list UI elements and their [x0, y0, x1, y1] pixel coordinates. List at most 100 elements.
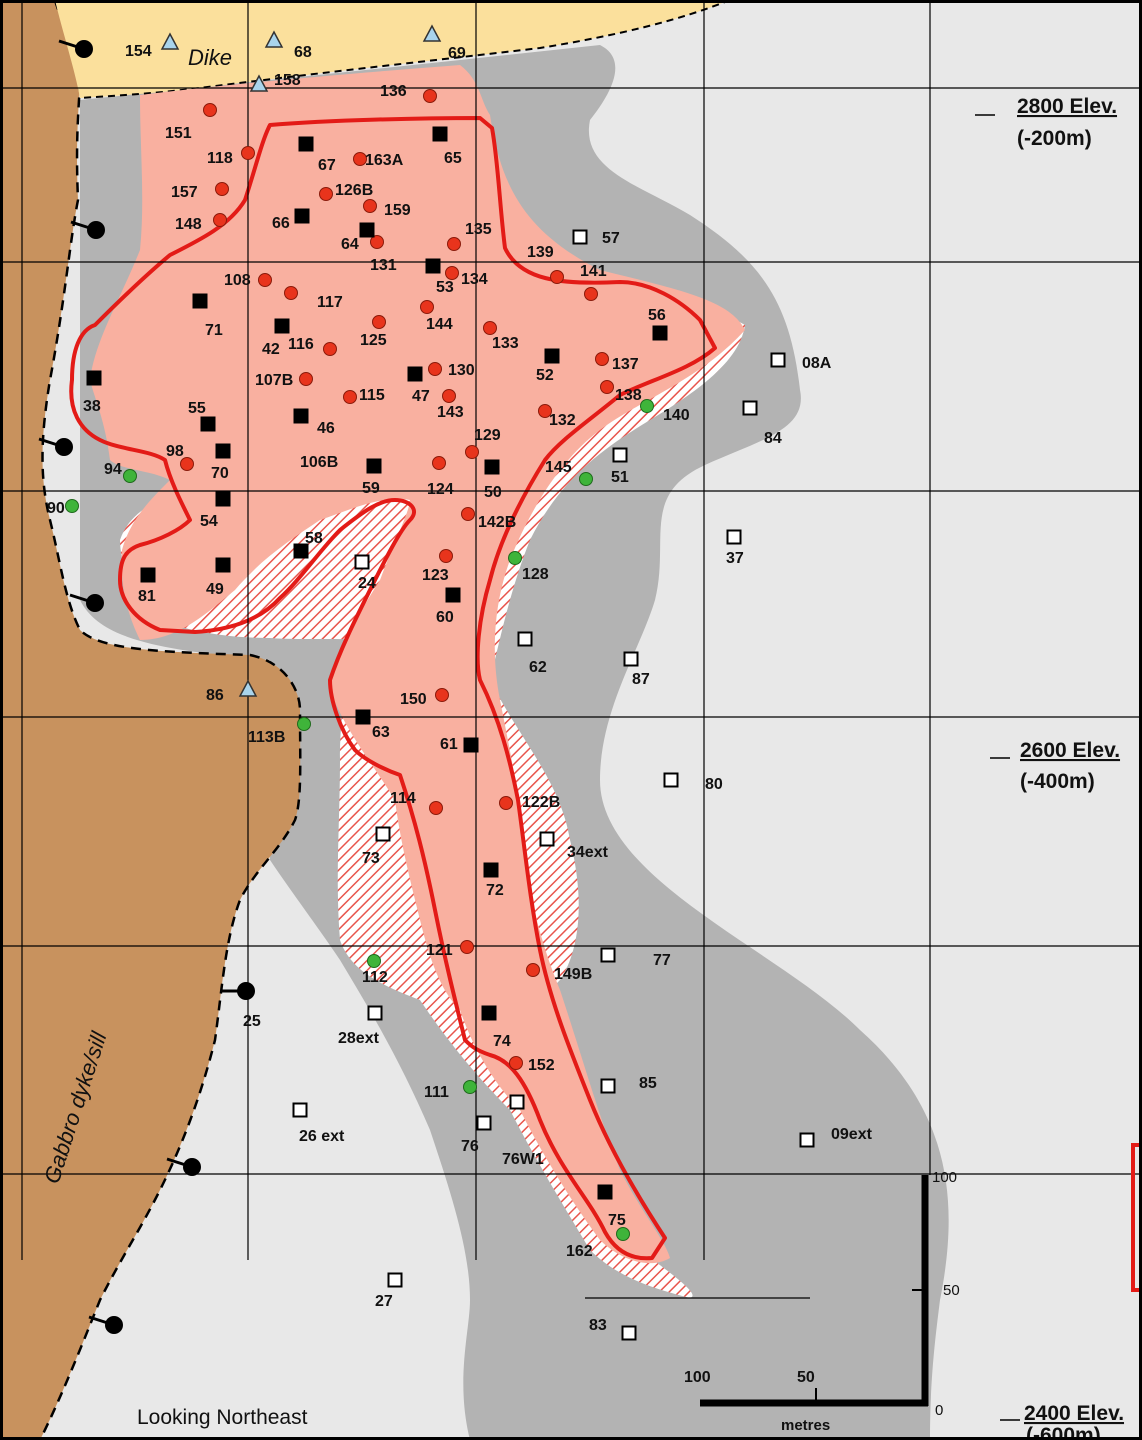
red-circle-marker [432, 456, 446, 470]
collar-marker [221, 982, 255, 1000]
hole-label: 58 [305, 530, 323, 547]
hole-label: 74 [493, 1033, 511, 1050]
scale-h-tick-100: 100 [684, 1369, 711, 1386]
contact-collar-symbol [69, 593, 104, 612]
black-square-marker [544, 348, 560, 364]
black-square-marker [355, 709, 371, 725]
hole-label: 09ext [831, 1126, 873, 1143]
black-square-marker [432, 126, 448, 142]
red-circle-marker [258, 273, 272, 287]
black-square-marker [445, 587, 461, 603]
hole-label: 94 [104, 461, 122, 478]
black-square-marker [215, 557, 231, 573]
hole-label: 81 [138, 588, 156, 605]
black-square-marker [294, 208, 310, 224]
open-square-marker [600, 947, 616, 963]
hole-label: 46 [317, 420, 335, 437]
triangle-marker [238, 679, 258, 697]
contact-collar-symbol [58, 39, 93, 58]
hole-label: 98 [166, 443, 184, 460]
triangle-marker [249, 74, 269, 92]
hole-label: 76 [461, 1138, 479, 1155]
hole-label: 144 [426, 316, 453, 333]
hole-label: 60 [436, 609, 454, 626]
hole-label: 148 [175, 216, 202, 233]
hole-label: 65 [444, 150, 462, 167]
red-circle-marker [319, 187, 333, 201]
view-direction-label: Looking Northeast [137, 1406, 308, 1429]
black-square-marker [140, 567, 156, 583]
green-circle-marker [367, 954, 381, 968]
red-circle-marker [439, 549, 453, 563]
hole-label: 139 [527, 244, 554, 261]
hole-label: 66 [272, 215, 290, 232]
hole-label: 49 [206, 581, 224, 598]
black-square-marker [366, 458, 382, 474]
open-square-marker [539, 831, 555, 847]
hole-label: 118 [207, 150, 233, 167]
open-square-marker [726, 529, 742, 545]
scale-v-tick-100: 100 [932, 1169, 957, 1186]
red-circle-marker [460, 940, 474, 954]
hole-label: 27 [375, 1293, 393, 1310]
red-circle-marker [465, 445, 479, 459]
grid-lines [0, 0, 1142, 1299]
hole-label: 123 [422, 567, 449, 584]
ore-body [90, 65, 745, 1264]
hole-label: 150 [400, 691, 427, 708]
black-square-marker [215, 491, 231, 507]
open-square-marker [476, 1115, 492, 1131]
hole-label: 51 [611, 469, 629, 486]
scale-v-tick-50: 50 [943, 1282, 960, 1299]
open-square-marker [623, 651, 639, 667]
red-circle-marker [423, 89, 437, 103]
elevation-labels: 2800 Elev.(-200m)2600 Elev.(-400m)2400 E… [1017, 95, 1124, 1440]
hole-label: 131 [370, 257, 397, 274]
green-circle-marker [640, 399, 654, 413]
open-square-marker [387, 1272, 403, 1288]
hole-label: 108 [224, 272, 251, 289]
hole-label: 73 [362, 850, 380, 867]
hole-label: 132 [549, 412, 576, 429]
red-circle-marker [600, 380, 614, 394]
hole-label: 152 [528, 1057, 555, 1074]
hole-label: 159 [384, 202, 411, 219]
red-circle-marker [203, 103, 217, 117]
red-circle-marker [584, 287, 598, 301]
hole-label: 68 [294, 44, 312, 61]
triangle-marker [264, 30, 284, 48]
elevation-e2400-depth: (-600m) [1026, 1424, 1101, 1440]
hole-label: 90 [47, 500, 65, 517]
hole-label: 70 [211, 465, 229, 482]
red-circle-marker [526, 963, 540, 977]
black-square-marker [597, 1184, 613, 1200]
scale-bars [700, 1175, 929, 1407]
hole-label: 140 [663, 407, 690, 424]
green-circle-marker [463, 1080, 477, 1094]
black-square-marker [215, 443, 231, 459]
elevation-e2800-label: 2800 Elev. [1017, 95, 1117, 118]
black-square-marker [359, 222, 375, 238]
green-circle-marker [123, 469, 137, 483]
open-square-marker [375, 826, 391, 842]
elevation-e2400-label: 2400 Elev. [1024, 1402, 1124, 1425]
hole-label: 112 [362, 969, 388, 986]
hole-label: 151 [165, 125, 192, 142]
red-circle-marker [241, 146, 255, 160]
black-square-marker [293, 543, 309, 559]
open-square-marker [742, 400, 758, 416]
open-square-marker [509, 1094, 525, 1110]
hole-label: 106B [300, 454, 338, 471]
red-circle-marker [323, 342, 337, 356]
hole-label: 47 [412, 388, 430, 405]
black-square-marker [484, 459, 500, 475]
black-square-marker [200, 416, 216, 432]
hole-label: 72 [486, 882, 504, 899]
hole-label: 25 [243, 1013, 261, 1030]
hole-label: 67 [318, 157, 336, 174]
hole-label: 114 [390, 790, 416, 807]
gabbro-unit [0, 0, 301, 1440]
hole-label: 157 [171, 184, 198, 201]
hole-label: 55 [188, 400, 206, 417]
